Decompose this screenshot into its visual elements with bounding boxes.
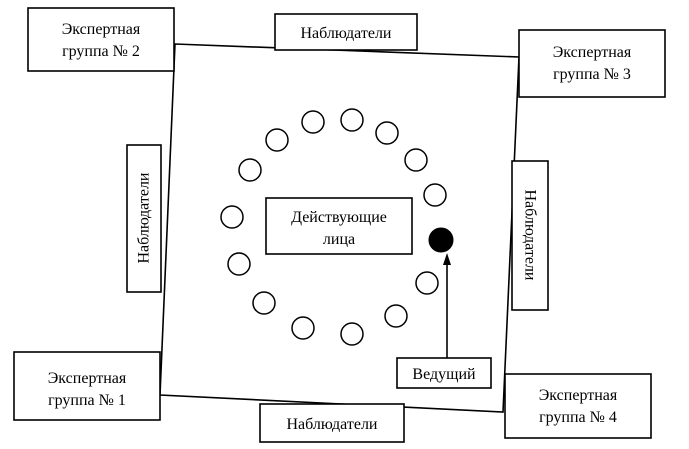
leader-label: Ведущий xyxy=(412,366,476,383)
observers-right-box: Наблюдатели xyxy=(511,160,549,311)
participant-circles xyxy=(220,108,447,346)
observers-top-label: Наблюдатели xyxy=(301,25,392,42)
main-room-square xyxy=(159,43,520,413)
participant-seat xyxy=(415,271,439,295)
leader-seat xyxy=(428,227,454,253)
participant-seat xyxy=(375,121,399,145)
expert-group-1-line2: группа № 1 xyxy=(48,392,126,409)
participant-seat xyxy=(301,110,325,134)
expert-group-2-line1: Экспертная xyxy=(62,21,141,38)
expert-group-2-box: Экспертная группа № 2 xyxy=(27,7,175,72)
expert-group-4-box: Экспертная группа № 4 xyxy=(504,373,652,439)
leader-arrow xyxy=(443,253,451,358)
observers-left-label: Наблюдатели xyxy=(136,172,153,263)
observers-top-box: Наблюдатели xyxy=(274,13,418,51)
actors-box: Действующие лица xyxy=(265,197,413,255)
actors-line2: лица xyxy=(323,231,355,248)
expert-group-3-line1: Экспертная xyxy=(553,44,632,61)
observers-right-label: Наблюдатели xyxy=(522,190,539,281)
participant-seat xyxy=(384,304,408,328)
observers-bottom-label: Наблюдатели xyxy=(287,416,378,433)
expert-group-2-line2: группа № 2 xyxy=(62,43,140,60)
expert-group-4-line1: Экспертная xyxy=(539,387,618,404)
participant-seat xyxy=(220,205,244,229)
participant-seat xyxy=(404,148,428,172)
expert-group-4-line2: группа № 4 xyxy=(539,409,617,426)
expert-group-3-box: Экспертная группа № 3 xyxy=(518,29,666,98)
observers-bottom-box: Наблюдатели xyxy=(259,403,405,443)
participant-seat xyxy=(227,252,251,276)
participant-seat xyxy=(340,108,364,132)
observers-left-box: Наблюдатели xyxy=(126,144,162,293)
expert-group-1-line1: Экспертная xyxy=(48,370,127,387)
expert-group-3-line2: группа № 3 xyxy=(553,66,631,83)
participant-seat xyxy=(340,322,364,346)
leader-label-box: Ведущий xyxy=(396,357,492,389)
participant-seat xyxy=(238,158,262,182)
actors-line1: Действующие xyxy=(291,209,387,226)
participant-seat xyxy=(252,291,276,315)
participant-seat xyxy=(291,316,315,340)
expert-group-1-box: Экспертная группа № 1 xyxy=(13,351,161,421)
participant-seat xyxy=(265,128,289,152)
participant-seat xyxy=(423,183,447,207)
